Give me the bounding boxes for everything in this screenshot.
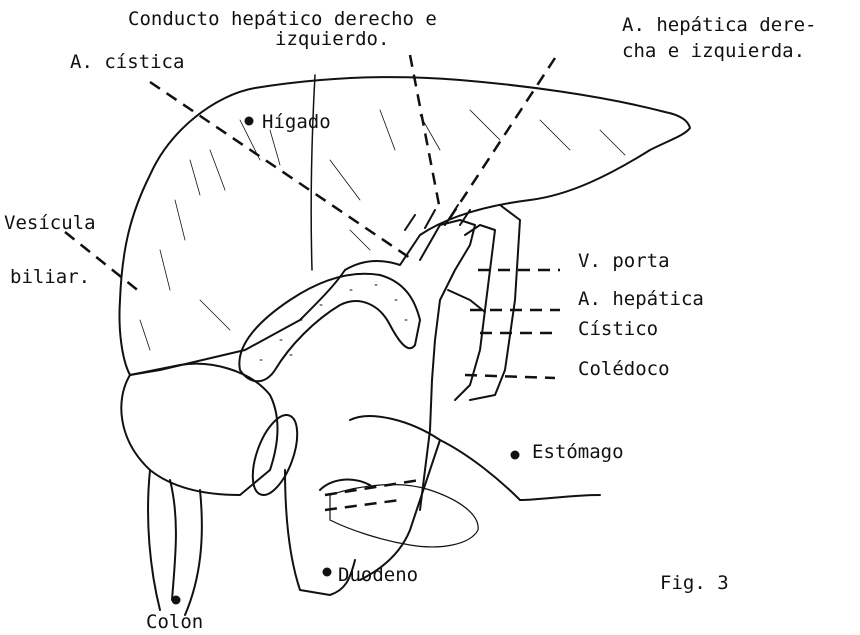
- label-vesicula-line1: Vesícula: [4, 214, 96, 233]
- colon-loop: [121, 364, 277, 495]
- hepatic-artery-drawn: [448, 290, 485, 312]
- colon-descending: [148, 470, 202, 615]
- label-cistico: Cístico: [578, 320, 658, 339]
- label-vesicula-line2: biliar.: [10, 268, 90, 287]
- label-coledoco: Colédoco: [578, 360, 670, 379]
- marker-dots: [172, 117, 520, 605]
- hepatic-ducts: [405, 205, 475, 510]
- label-duodeno: Duodeno: [338, 566, 418, 585]
- portal-vein: [455, 225, 495, 400]
- label-conducto-hepatico-line2: izquierdo.: [275, 30, 389, 49]
- pancreas: [330, 485, 478, 547]
- label-a-hepatica-der-line1: A. hepática dere-: [622, 16, 816, 35]
- label-v-porta: V. porta: [578, 252, 670, 271]
- label-a-hepatica: A. hepática: [578, 290, 704, 309]
- label-colon: Colon: [146, 613, 203, 632]
- label-higado: Hígado: [262, 113, 331, 132]
- label-a-hepatica-der-line2: cha e izquierda.: [622, 42, 805, 61]
- label-conducto-hepatico-line1: Conducto hepático derecho e: [128, 10, 437, 29]
- liver-lobe-line: [311, 75, 315, 270]
- label-estomago: Estómago: [532, 443, 624, 462]
- figure-caption: Fig. 3: [660, 574, 729, 593]
- label-a-cistica: A. cística: [70, 53, 184, 72]
